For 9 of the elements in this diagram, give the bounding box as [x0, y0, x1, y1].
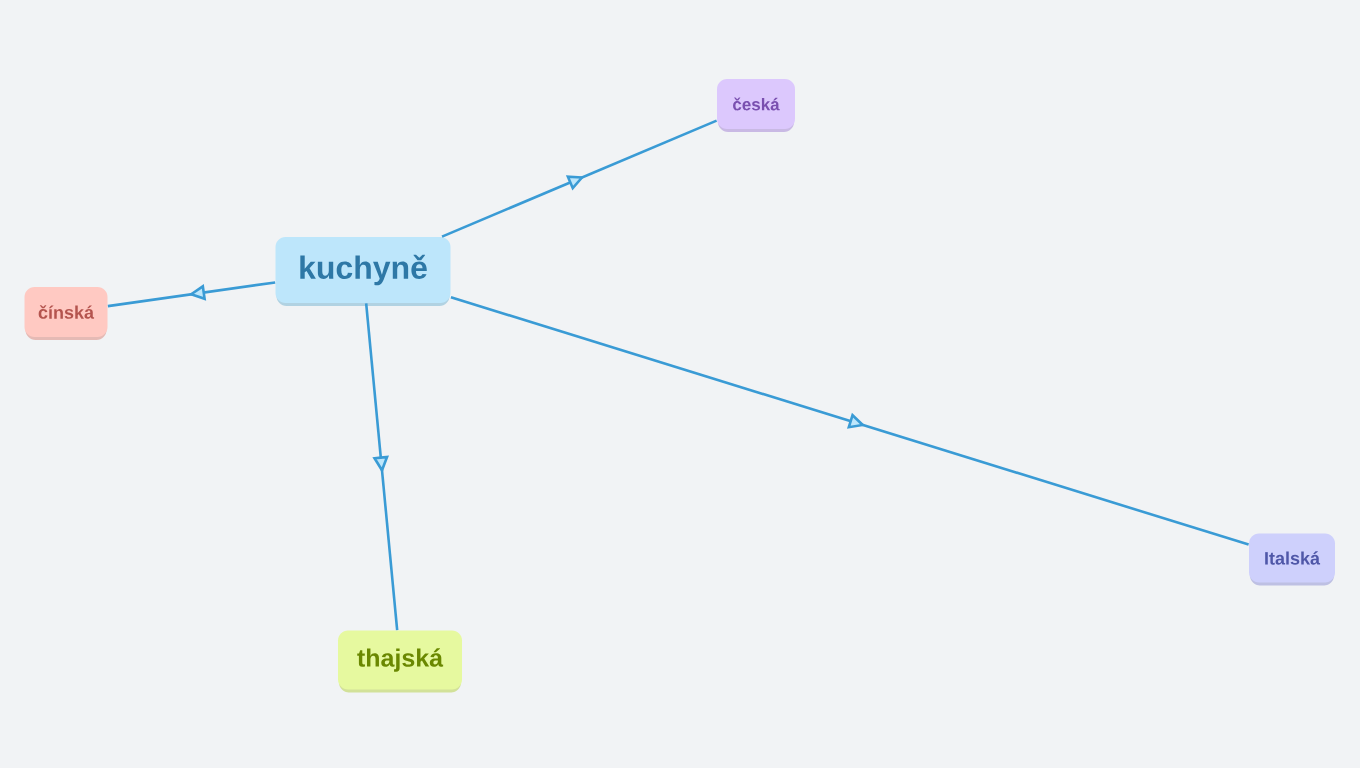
topic-box: kuchyně	[275, 237, 451, 306]
arrow	[364, 303, 399, 631]
topic-box: čínská	[24, 287, 108, 340]
topic-box: česká	[717, 79, 795, 132]
arrow	[450, 296, 1249, 546]
topic-box: Italská	[1249, 533, 1335, 586]
arrow	[107, 281, 276, 308]
topic-box: thajská	[338, 630, 462, 693]
arrow	[441, 119, 718, 238]
